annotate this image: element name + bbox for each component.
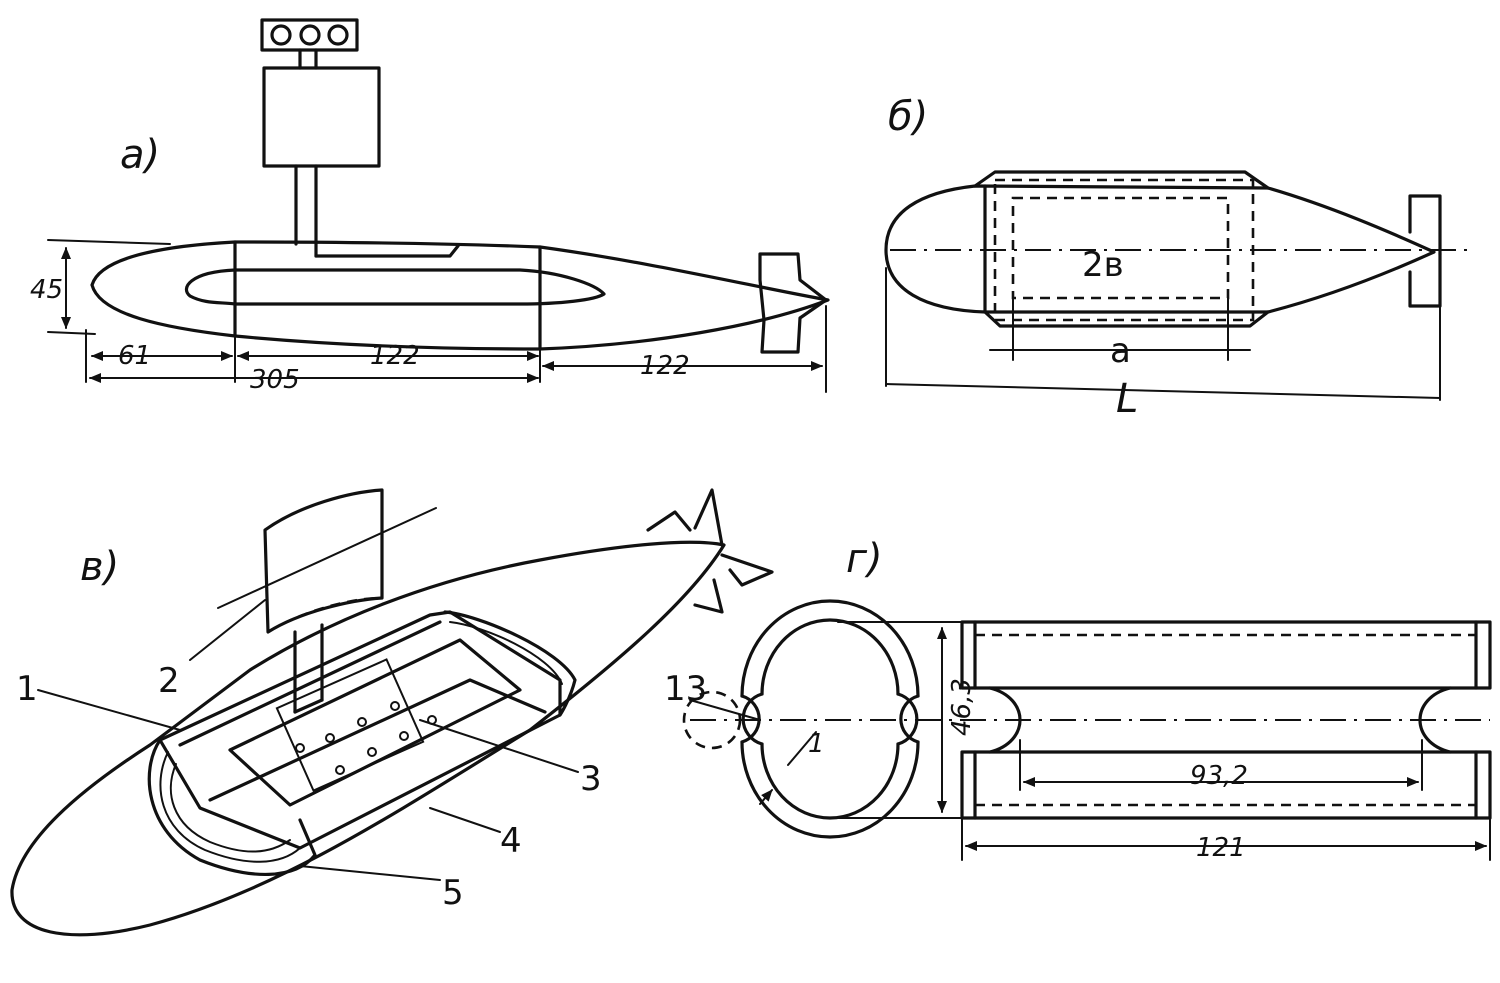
tube-lower xyxy=(960,750,1492,820)
callout-1: 1 xyxy=(16,669,38,709)
view-b-label: б) xyxy=(888,94,928,140)
callout-1-ring: 1 xyxy=(808,729,825,759)
camera-head xyxy=(260,18,359,52)
callout-3: 3 xyxy=(580,759,602,799)
view-a-label: а) xyxy=(120,132,160,178)
view-g-label: г) xyxy=(846,536,883,582)
dim-rear: 122 xyxy=(640,351,690,381)
view-g-sections: г) 13 1 46,3 93,2 xyxy=(664,536,1492,863)
hull-side xyxy=(90,240,830,351)
tail-fin xyxy=(758,252,828,354)
callout-5: 5 xyxy=(442,873,464,913)
callout-4: 4 xyxy=(500,821,522,861)
ring-section xyxy=(740,599,920,698)
dim-inner-g: 93,2 xyxy=(1190,761,1248,791)
dim-middle: 122 xyxy=(370,341,420,371)
dim-total: 305 xyxy=(250,365,300,395)
view-a-side: а) 45 61 122 122 305 xyxy=(30,18,830,395)
view-v-iso: в) 1 2 xyxy=(10,488,774,937)
dim-front: 61 xyxy=(118,341,151,371)
callout-13: 13 xyxy=(664,669,707,709)
view-b-top: б) 2в a L xyxy=(884,94,1472,422)
view-v-label: в) xyxy=(80,544,119,590)
dim-a: a xyxy=(1110,331,1131,371)
dim-height: 45 xyxy=(30,275,63,305)
instrument-box xyxy=(262,66,381,168)
dim-L: L xyxy=(1116,376,1138,422)
callout-2: 2 xyxy=(158,661,180,701)
hull-top xyxy=(884,184,1436,314)
dim-inner: 2в xyxy=(1082,245,1124,285)
hull-iso xyxy=(10,540,726,937)
dim-total-g: 121 xyxy=(1196,833,1246,863)
tube-upper xyxy=(960,620,1492,690)
